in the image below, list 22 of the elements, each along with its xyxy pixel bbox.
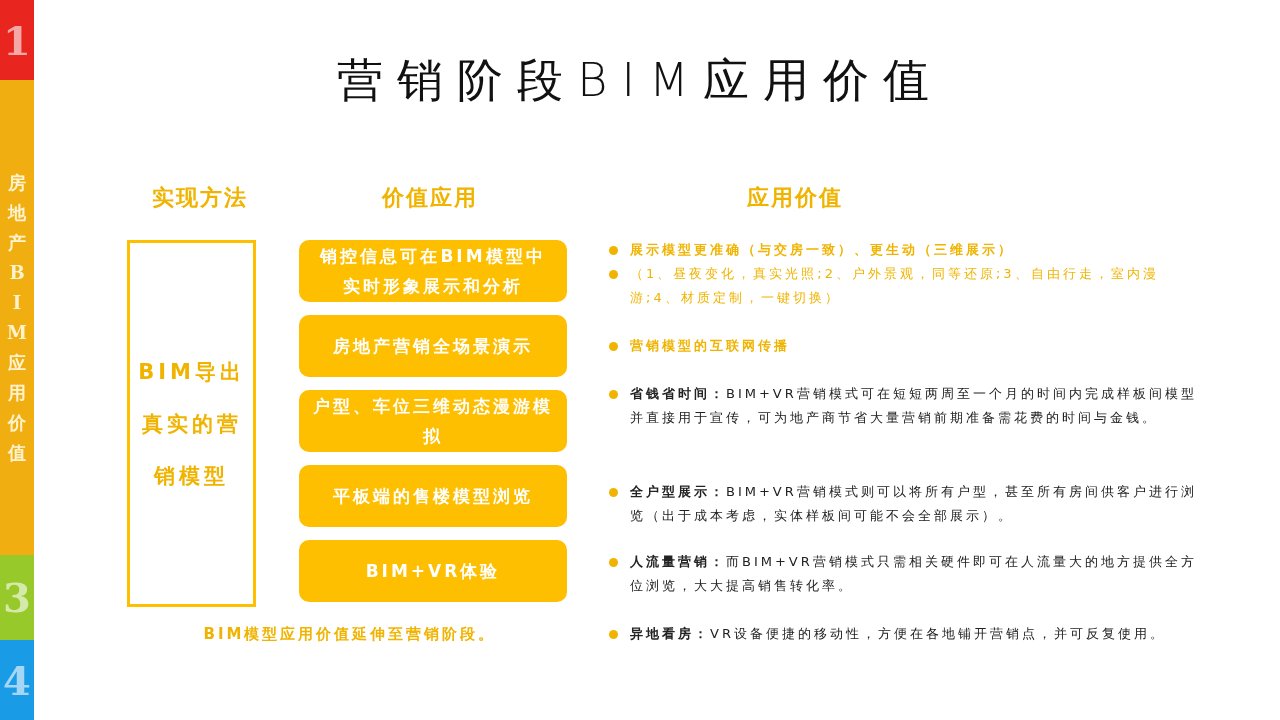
footer-note: BIM模型应用价值延伸至营销阶段。 xyxy=(202,625,498,644)
bullet-text: 异地看房：VR设备便捷的移动性，方便在各地铺开营销点，并可反复使用。 xyxy=(630,625,1167,643)
section-number: 4 xyxy=(3,656,31,704)
value-box: 户型、车位三维动态漫游模拟 xyxy=(299,390,567,452)
bullet-text: 省钱省时间：BIM+VR营销模式可在短短两周至一个月的时间内完成样板间模型并直接用于宣传，可为地产商节省大量营销前期准备需花费的时间与金钱。 xyxy=(630,385,1198,427)
column-heading: 应用价值 xyxy=(746,184,844,212)
sidebar-text: 房地产BIM应用价值 xyxy=(6,170,28,465)
section-number: 1 xyxy=(3,16,31,64)
value-box: 平板端的售楼模型浏览 xyxy=(299,465,567,527)
column-heading: 价值应用 xyxy=(380,184,479,212)
bullet-text: 展示模型更准确（与交房一致）、更生动（三维展示） xyxy=(630,241,1015,259)
section-number: 3 xyxy=(3,574,31,621)
value-box: BIM+VR体验 xyxy=(299,540,567,602)
bullet-text: 人流量营销：而BIM+VR营销模式只需相关硬件即可在人流量大的地方提供全方位浏览，大大提高销售转化率。 xyxy=(630,553,1198,595)
bullet-text: 全户型展示：BIM+VR营销模式则可以将所有户型，甚至所有房间供客户进行浏览（出于成本考虑，实体样板间可能不会全部展示）。 xyxy=(630,483,1198,525)
value-box: 销控信息可在BIM模型中实时形象展示和分析 xyxy=(299,240,567,302)
column-heading: 实现方法 xyxy=(151,184,249,212)
outlined-box: BIM导出真实的营销模型 xyxy=(127,240,256,607)
bullet-text: 营销模型的互联网传播 xyxy=(630,337,791,355)
bullet-text: （1、昼夜变化，真实光照;2、户外景观，同等还原;3、自由行走，室内漫游;4、材质定制，一键切换） xyxy=(630,265,1160,307)
slide-title: 营销阶段BIM应用价值 xyxy=(336,52,944,109)
value-box: 房地产营销全场景演示 xyxy=(299,315,567,377)
